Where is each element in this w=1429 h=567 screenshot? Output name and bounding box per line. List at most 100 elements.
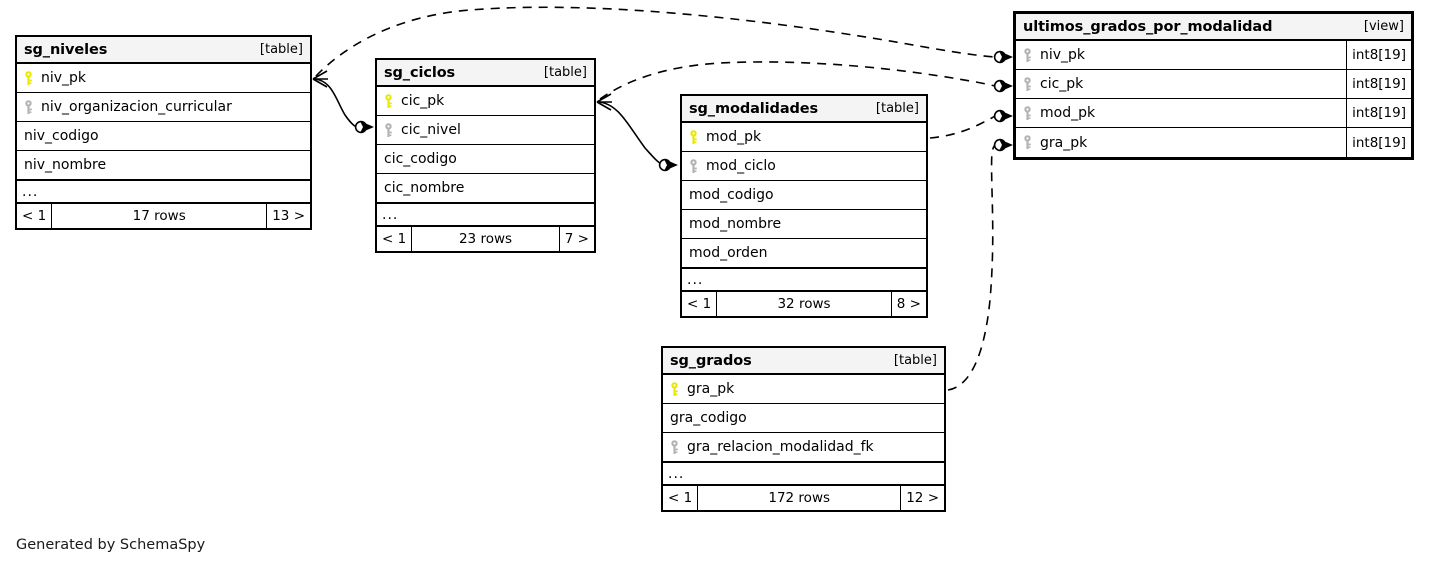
next-page-button[interactable]: 12 >: [906, 490, 939, 506]
column-name-cell: niv_pk: [17, 70, 310, 86]
entity-sg_grados[interactable]: sg_grados[table] gra_pk gra_codigo gra_rela…: [661, 346, 946, 512]
entity-kind-label: [table]: [875, 101, 919, 116]
column-label: niv_organizacion_curricular: [41, 99, 232, 115]
entity-ultimos_grados_por_modalidad[interactable]: ultimos_grados_por_modalidad[view]niv_pk…: [1013, 11, 1414, 160]
foreign-key-icon: [1023, 135, 1040, 151]
foreign-key-icon: [24, 99, 41, 115]
entity-kind-label: [table]: [259, 42, 303, 57]
column-name-cell: cic_codigo: [377, 151, 594, 167]
column-label: mod_pk: [1040, 105, 1096, 121]
column-row[interactable]: niv_codigo: [17, 122, 310, 151]
column-name-cell: mod_codigo: [682, 187, 926, 203]
entity-header-sg_ciclos: sg_ciclos[table]: [377, 60, 594, 87]
column-label: niv_codigo: [24, 128, 99, 144]
foreign-key-icon: [384, 122, 401, 138]
edge-grados-view: [947, 144, 996, 391]
column-row[interactable]: cic_nombre: [377, 174, 594, 203]
column-label: cic_nivel: [401, 122, 461, 138]
entity-sg_ciclos[interactable]: sg_ciclos[table] cic_pk cic_nivel cic_codig…: [375, 58, 596, 253]
entity-header-sg_niveles: sg_niveles[table]: [17, 37, 310, 64]
column-name-cell: mod_pk: [682, 129, 926, 145]
column-label: niv_nombre: [24, 157, 107, 173]
more-columns-indicator[interactable]: ...: [377, 203, 594, 227]
primary-key-icon: [670, 381, 687, 397]
column-row[interactable]: cic_nivel: [377, 116, 594, 145]
column-row[interactable]: mod_pk int8[19]: [1016, 99, 1411, 128]
column-name-cell: gra_codigo: [663, 410, 944, 426]
prev-page-button[interactable]: < 1: [687, 296, 712, 312]
column-name-cell: niv_codigo: [17, 128, 310, 144]
column-row[interactable]: mod_orden: [682, 239, 926, 268]
column-row[interactable]: gra_pk: [663, 375, 944, 404]
column-name-cell: cic_nombre: [377, 180, 594, 196]
column-row[interactable]: mod_pk: [682, 123, 926, 152]
primary-key-icon: [24, 70, 41, 86]
column-row[interactable]: cic_pk int8[19]: [1016, 70, 1411, 99]
column-label: cic_nombre: [384, 180, 465, 196]
column-name-cell: cic_pk: [1016, 76, 1346, 92]
column-row[interactable]: mod_ciclo: [682, 152, 926, 181]
next-page-button[interactable]: 7 >: [564, 231, 589, 247]
row-count-label: 32 rows: [716, 292, 892, 316]
foreign-key-icon: [1023, 76, 1040, 92]
column-label: niv_pk: [1040, 47, 1086, 63]
more-columns-indicator[interactable]: ...: [663, 462, 944, 486]
column-label: cic_pk: [401, 93, 445, 109]
entity-header-ultimos_grados_por_modalidad: ultimos_grados_por_modalidad[view]: [1016, 14, 1411, 41]
column-row[interactable]: cic_pk: [377, 87, 594, 116]
column-row[interactable]: niv_nombre: [17, 151, 310, 180]
column-name-cell: niv_nombre: [17, 157, 310, 173]
prev-page-button[interactable]: < 1: [382, 231, 407, 247]
column-label: mod_ciclo: [706, 158, 776, 174]
column-row[interactable]: mod_codigo: [682, 181, 926, 210]
column-name-cell: gra_pk: [663, 381, 944, 397]
column-row[interactable]: gra_codigo: [663, 404, 944, 433]
column-label: gra_relacion_modalidad_fk: [687, 439, 874, 455]
column-label: cic_pk: [1040, 76, 1084, 92]
entity-header-sg_grados: sg_grados[table]: [663, 348, 944, 375]
entity-title: sg_grados: [670, 352, 752, 369]
column-type: int8[19]: [1346, 41, 1411, 69]
prev-page-button[interactable]: < 1: [22, 208, 47, 224]
column-label: cic_codigo: [384, 151, 457, 167]
column-label: mod_nombre: [689, 216, 782, 232]
more-columns-indicator[interactable]: ...: [17, 180, 310, 204]
column-label: mod_pk: [706, 129, 762, 145]
column-name-cell: cic_pk: [377, 93, 594, 109]
edge-ciclos-modalidades: [597, 101, 665, 166]
column-type: int8[19]: [1346, 70, 1411, 98]
column-name-cell: niv_organizacion_curricular: [17, 99, 310, 115]
row-count-label: 17 rows: [51, 204, 268, 228]
column-row[interactable]: mod_nombre: [682, 210, 926, 239]
column-type: int8[19]: [1346, 99, 1411, 127]
entity-title: sg_ciclos: [384, 64, 456, 81]
edge-modalidades-view: [929, 115, 996, 139]
next-page-button[interactable]: 13 >: [272, 208, 305, 224]
column-row[interactable]: cic_codigo: [377, 145, 594, 174]
column-row[interactable]: niv_pk: [17, 64, 310, 93]
column-name-cell: mod_orden: [682, 245, 926, 261]
generator-credit: Generated by SchemaSpy: [16, 537, 206, 553]
row-count-label: 172 rows: [697, 486, 902, 510]
column-type: int8[19]: [1346, 128, 1411, 157]
column-label: gra_pk: [687, 381, 735, 397]
prev-page-button[interactable]: < 1: [668, 490, 693, 506]
column-name-cell: gra_pk: [1016, 135, 1346, 151]
more-columns-indicator[interactable]: ...: [682, 268, 926, 292]
edge-niveles-ciclos: [313, 78, 362, 129]
next-page-button[interactable]: 8 >: [896, 296, 921, 312]
foreign-key-icon: [1023, 47, 1040, 63]
column-label: niv_pk: [41, 70, 87, 86]
column-row[interactable]: niv_organizacion_curricular: [17, 93, 310, 122]
column-row[interactable]: gra_relacion_modalidad_fk: [663, 433, 944, 462]
column-label: gra_codigo: [670, 410, 747, 426]
column-row[interactable]: niv_pk int8[19]: [1016, 41, 1411, 70]
entity-sg_niveles[interactable]: sg_niveles[table] niv_pk niv_organizacion_…: [15, 35, 312, 230]
